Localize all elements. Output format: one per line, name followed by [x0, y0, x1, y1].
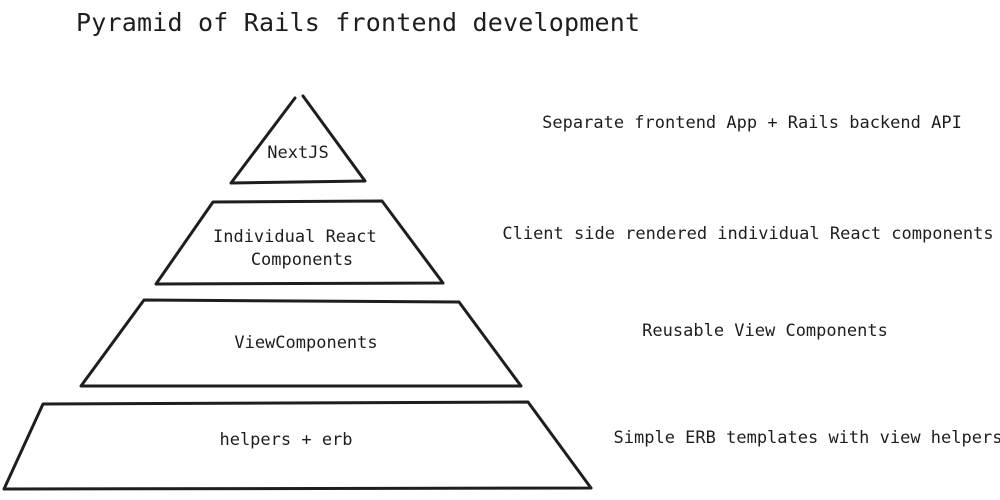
tier-nextjs-shape [229, 94, 367, 185]
tier-helpers-erb-label: helpers + erb [219, 430, 352, 450]
tier-react-shape [154, 199, 445, 286]
tier-helpers-erb: helpers + erb Simple ERB templates with … [2, 400, 1000, 491]
diagram-title: Pyramid of Rails frontend development [76, 8, 641, 37]
tier-nextjs-label: NextJS [267, 143, 328, 163]
tier-viewcomponents-description: Reusable View Components [642, 321, 888, 341]
tier-react-label-line-2: Components [251, 250, 353, 270]
tier-nextjs-description: Separate frontend App + Rails backend AP… [542, 113, 962, 133]
tier-helpers-erb-shape [2, 400, 593, 491]
tier-viewcomponents-label-line-1: ViewComponents [234, 333, 377, 353]
tier-viewcomponents-shape [79, 298, 523, 388]
tier-nextjs-label-line-1: NextJS [267, 143, 328, 163]
tier-nextjs: NextJS Separate frontend App + Rails bac… [229, 94, 962, 185]
tier-react-description: Client side rendered individual React co… [502, 224, 993, 244]
tier-viewcomponents-label: ViewComponents [234, 333, 377, 353]
tier-react-label-line-1: Individual React [213, 227, 377, 247]
tier-react-label: Individual React Components [213, 227, 387, 270]
tier-helpers-erb-description: Simple ERB templates with view helpers [614, 428, 1000, 448]
tier-react: Individual React Components Client side … [154, 199, 994, 286]
tier-viewcomponents: ViewComponents Reusable View Components [79, 298, 888, 388]
tier-helpers-erb-label-line-1: helpers + erb [219, 430, 352, 450]
